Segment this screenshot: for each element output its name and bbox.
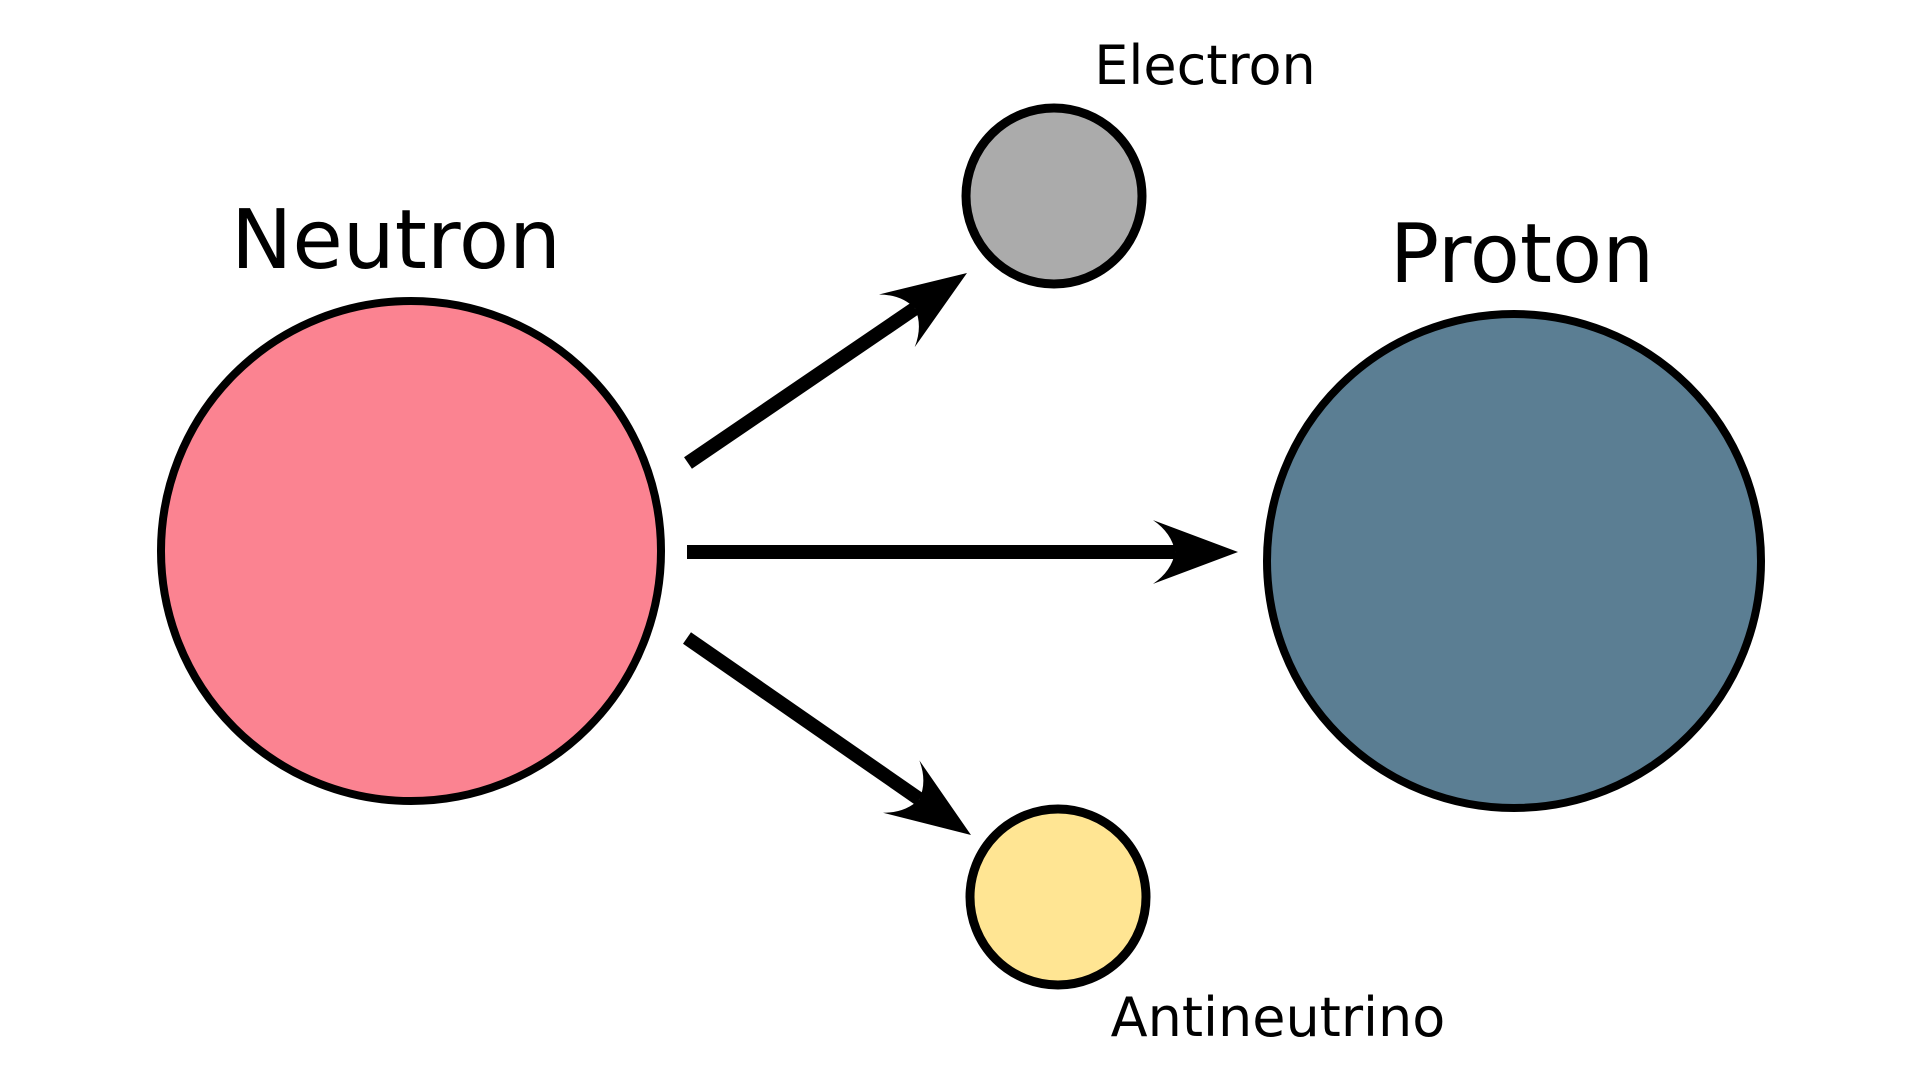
neutron-to-electron-arrow [684,272,967,469]
proton-circle [1263,310,1765,812]
antineutrino-label: Antineutrino [1111,986,1446,1049]
neutron-label: Neutron [231,193,561,288]
antineutrino-circle [965,804,1151,990]
neutron-circle [157,297,665,805]
electron-label: Electron [1094,34,1315,97]
neutron-to-antineutrino-arrow [683,632,971,835]
electron-circle [961,103,1147,289]
particles-layer [157,103,1765,990]
arrows-layer [683,272,1238,835]
proton-label: Proton [1390,207,1654,302]
